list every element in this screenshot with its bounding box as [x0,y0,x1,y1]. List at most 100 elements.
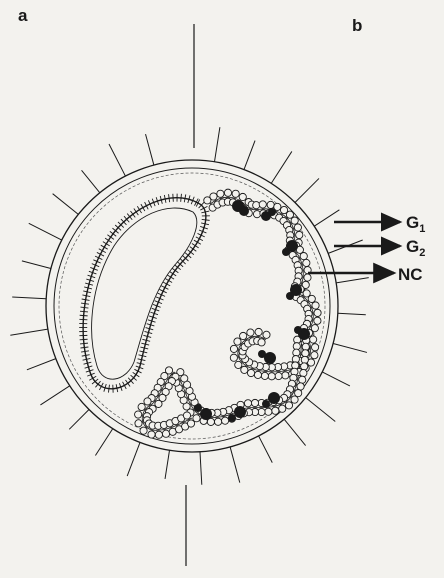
bristle [169,194,170,202]
bead [296,231,303,238]
spike [333,343,367,352]
spike [284,419,305,445]
bristle [80,339,88,340]
bristle [80,343,88,344]
label-g2: G2 [406,237,425,259]
bristle [80,347,88,348]
bead [282,372,289,379]
bristle [126,380,131,387]
spike [12,297,46,299]
bristle [110,231,116,236]
bristle [80,307,88,308]
bead [224,189,231,196]
bead [295,389,302,396]
bristle [134,209,139,216]
bead [294,224,301,231]
bead [232,190,239,197]
bead [259,201,266,208]
spike [214,127,219,162]
bristle [173,194,174,202]
bead [303,259,310,266]
spike [10,329,48,335]
bead [247,329,254,336]
bead [239,193,246,200]
bead [310,336,317,343]
bead [261,372,268,379]
bristle [167,275,174,279]
spike [109,144,125,176]
bead [258,339,265,346]
spike [165,450,169,479]
bead [314,309,321,316]
bristle [170,271,177,275]
spike [338,313,366,314]
label-g1: G1 [406,213,425,235]
left-compartment-bristles [79,194,210,393]
bead [214,418,221,425]
outer-wall-ring [46,160,338,452]
bristle [133,372,140,376]
bead [230,354,237,361]
bead [135,420,142,427]
bead [304,274,311,281]
spike [306,398,336,422]
spike [244,141,255,170]
bead [312,302,319,309]
bead [301,363,308,370]
bristle [89,376,96,380]
bead [235,361,242,368]
bead [272,407,279,414]
bead [299,376,306,383]
bead [155,431,162,438]
bead [265,408,272,415]
bead [300,253,307,260]
bead [268,373,275,380]
bead [291,217,298,224]
bristle [192,243,199,247]
left-compartment-inner-edge [92,208,197,379]
spike [336,278,369,283]
bead [263,331,270,338]
spike [200,452,202,485]
bristle [105,238,112,242]
spike [146,134,154,165]
bead [241,366,248,373]
bristle [107,235,114,240]
bead [210,193,217,200]
bead [183,412,190,419]
bead [162,430,169,437]
bristle [80,311,88,312]
spike [259,436,273,463]
bead [311,344,318,351]
spike [27,359,56,370]
bead [291,396,298,403]
bristle [181,194,182,202]
bead [308,295,315,302]
bead [311,352,318,359]
bead [251,399,258,406]
bead [302,350,309,357]
bristle [103,242,110,246]
bristle [81,303,89,304]
bead [217,190,224,197]
bristle [190,247,196,252]
spike [82,170,100,192]
bead [314,317,321,324]
bead [221,417,228,424]
bead [254,371,261,378]
bead [275,372,282,379]
spike [271,151,292,183]
spike [22,261,51,269]
bead [301,356,308,363]
bead [135,411,142,418]
bead [138,403,145,410]
spike [127,442,140,476]
spike [95,429,112,456]
spike [53,194,79,215]
label-nc: NC [398,265,423,284]
spike [322,372,350,386]
beaded-chain [135,189,322,438]
bead [297,383,304,390]
bristle [172,268,179,273]
